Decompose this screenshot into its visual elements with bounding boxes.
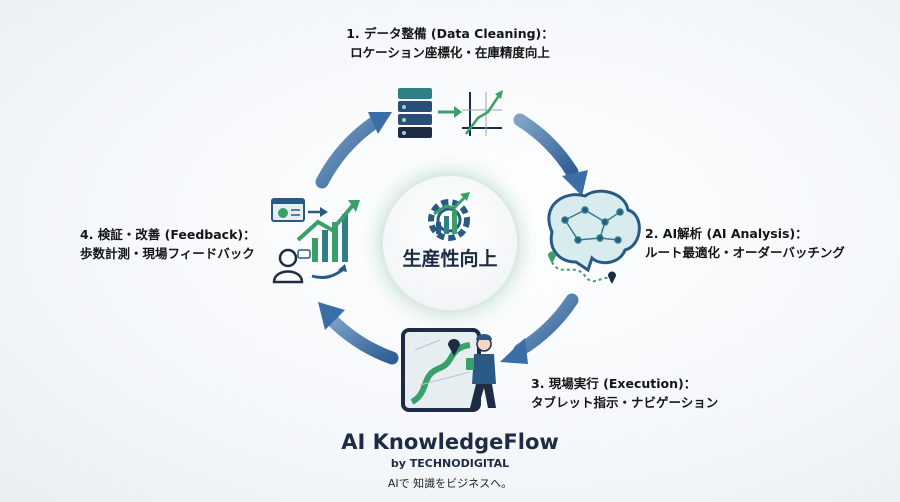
arrow-execution-to-feedback <box>323 311 399 365</box>
brand-by: by TECHNODIGITAL <box>390 457 510 470</box>
arrow-cleaning-to-ai <box>513 113 579 179</box>
step-ai-analysis-subtitle: ルート最適化・オーダーバッチング <box>645 245 845 260</box>
step-data-cleaning-subtitle: ロケーション座標化・在庫精度向上 <box>350 45 550 60</box>
step-ai-analysis: 2. AI解析 (AI Analysis)： ルート最適化・オーダーバッチング <box>645 224 845 262</box>
arrow-ai-to-execution <box>513 293 579 357</box>
arrow-head-2 <box>562 170 588 196</box>
arrow-head-1 <box>368 112 392 134</box>
step-data-cleaning: 1. データ整備 (Data Cleaning)： ロケーション座標化・在庫精度… <box>340 24 560 62</box>
brand-tagline: AIで 知識をビジネスへ。 <box>387 477 513 490</box>
arrow-head-4 <box>318 302 345 330</box>
step-feedback-subtitle: 歩数計測・現場フィードバック <box>80 246 255 261</box>
arrow-feedback-to-cleaning <box>315 115 382 189</box>
step-ai-analysis-title: 2. AI解析 (AI Analysis)： <box>645 226 808 241</box>
step-execution-subtitle: タブレット指示・ナビゲーション <box>531 395 719 410</box>
brand-name: AI KnowledgeFlow <box>341 430 559 454</box>
step-execution: 3. 現場実行 (Execution)： タブレット指示・ナビゲーション <box>531 374 718 412</box>
step-feedback: 4. 検証・改善 (Feedback)： 歩数計測・現場フィードバック <box>80 225 256 263</box>
center-label: 生産性向上 <box>402 248 498 270</box>
center-circle <box>383 176 517 310</box>
step-execution-title: 3. 現場実行 (Execution)： <box>531 376 697 391</box>
step-feedback-title: 4. 検証・改善 (Feedback)： <box>80 227 256 242</box>
arrow-head-3 <box>500 338 528 364</box>
step-data-cleaning-title: 1. データ整備 (Data Cleaning)： <box>346 26 554 41</box>
